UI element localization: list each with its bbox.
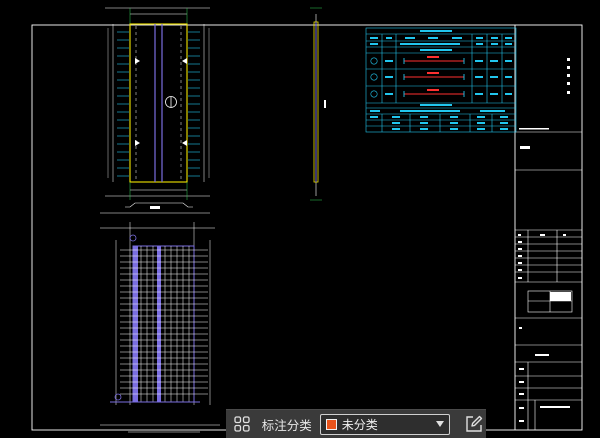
title-block <box>515 131 582 430</box>
rebar-detail-plan <box>100 222 220 433</box>
grid-icon[interactable] <box>230 412 254 436</box>
table-bar-shapes <box>403 56 465 97</box>
rebar-schedule-table <box>365 27 517 133</box>
chevron-down-icon <box>436 421 445 427</box>
rebar-mesh <box>120 246 208 402</box>
edit-icon-glyph <box>466 415 483 432</box>
category-color-swatch <box>325 418 337 430</box>
plan-rebar-ticks <box>117 31 200 177</box>
annotation-toolbar: 标注分类 未分类 <box>226 409 486 438</box>
edit-icon[interactable] <box>462 412 486 436</box>
category-dropdown[interactable]: 未分类 <box>319 413 451 435</box>
category-selected-value: 未分类 <box>341 417 378 432</box>
vertical-title-text-marks <box>567 58 570 94</box>
title-block-text-marks <box>518 128 570 422</box>
grid-icon-glyph <box>234 416 250 432</box>
table-text-marks <box>370 30 512 130</box>
title-block-fill <box>550 292 571 301</box>
side-elevation <box>310 7 326 201</box>
slab-plan-view <box>100 7 210 214</box>
annotation-category-label: 标注分类 <box>261 417 312 433</box>
